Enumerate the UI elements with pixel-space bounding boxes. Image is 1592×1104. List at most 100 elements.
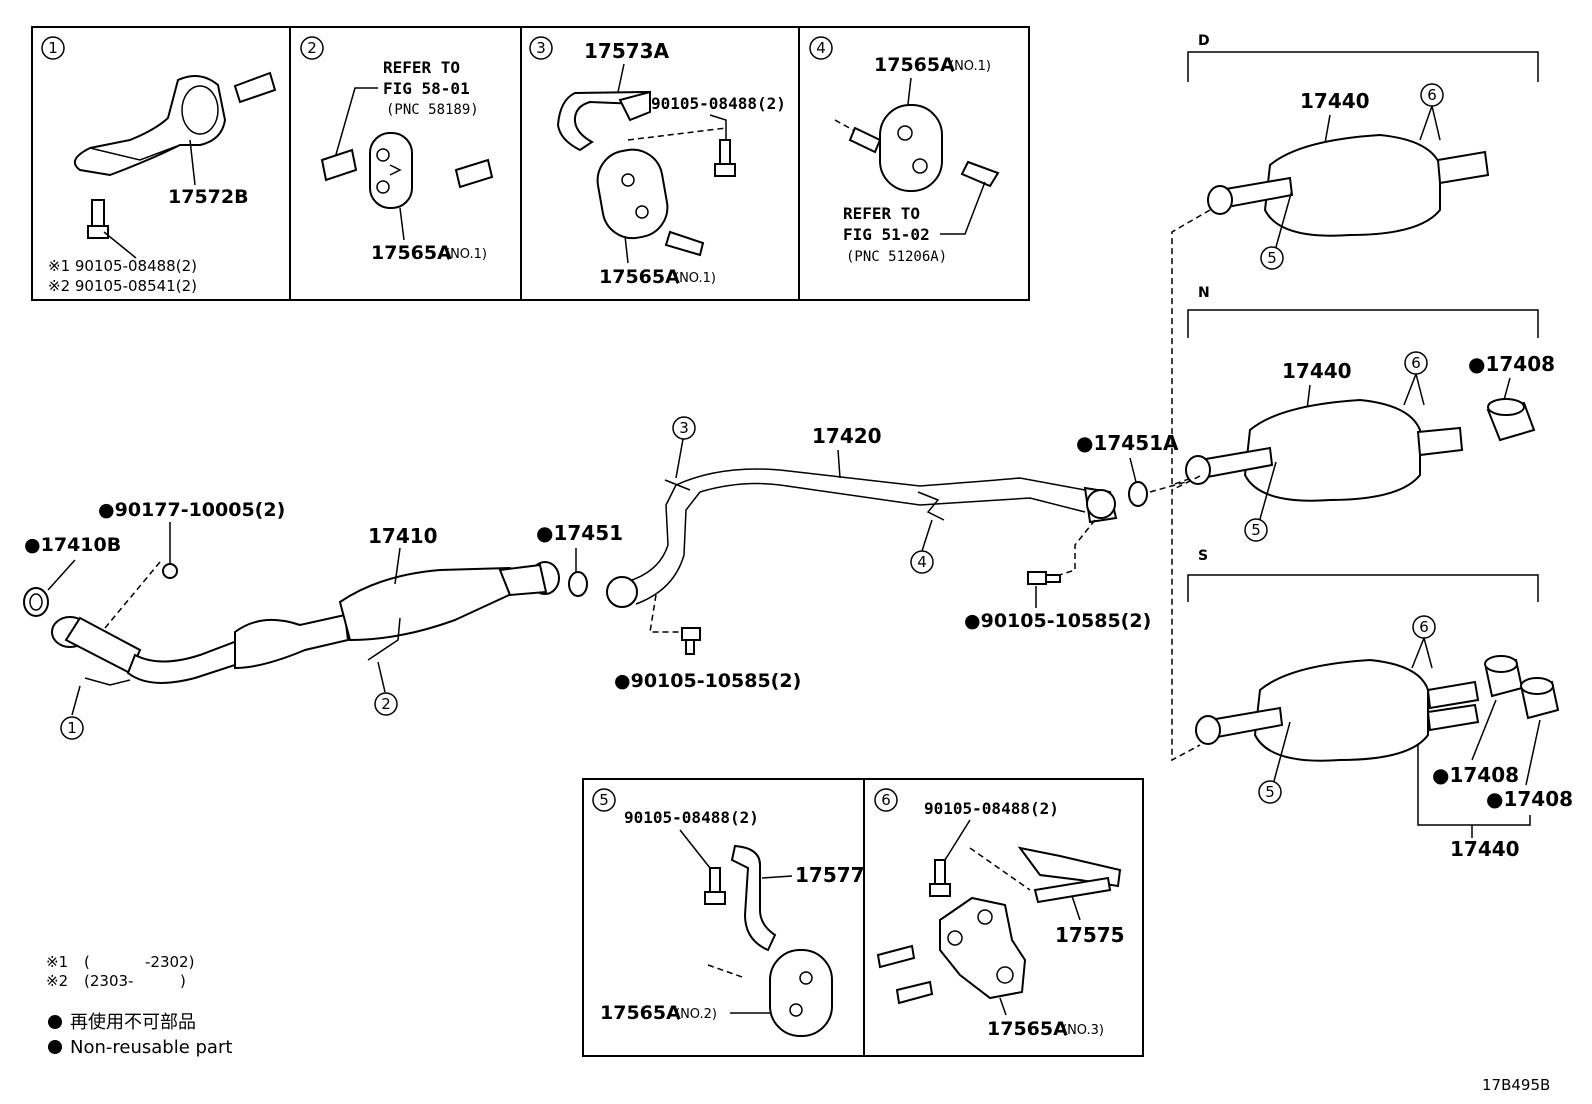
hanger-17565A-drawing	[939, 896, 1027, 1000]
part-17565A: 17565A	[874, 54, 955, 76]
box-5-number: 5	[599, 791, 609, 809]
part-17451A: ●17451A	[1076, 431, 1179, 455]
hanger-17565A-drawing	[879, 104, 943, 192]
bolt-note-2: ※2 90105-08541(2)	[48, 277, 197, 295]
part-17565A: 17565A	[600, 1002, 681, 1024]
bolt-icon	[1027, 571, 1061, 585]
muffler-17440-drawing	[1207, 133, 1490, 237]
note-2-close: )	[180, 972, 186, 990]
note-1-open: (	[84, 953, 90, 971]
part-17420: 17420	[812, 424, 882, 448]
legend-en: Non-reusable part	[70, 1037, 232, 1058]
part-17410: 17410	[368, 524, 438, 548]
variant-s-callout-5: 5	[1265, 783, 1275, 801]
part-17573A: 17573A	[584, 39, 670, 63]
note-1-value: -2302)	[145, 953, 194, 971]
variant-s-label: S	[1198, 548, 1208, 564]
bolt-90105-08488: 90105-08488(2)	[651, 94, 786, 113]
variant-d-muffler: 17440	[1300, 89, 1370, 113]
variant-n-callout-6: 6	[1411, 354, 1421, 372]
part-17572B: 17572B	[168, 186, 249, 208]
variant-n: N 17440 6 ●17408 5	[1171, 285, 1555, 762]
muffler-17440-drawing	[1195, 658, 1480, 762]
part-17451: ●17451	[536, 521, 623, 545]
period-notes: ※1 ( -2302) ※2 (2303- )	[46, 953, 194, 990]
refer-to: REFER TO	[843, 204, 920, 223]
box-3-number: 3	[536, 39, 546, 57]
bolt-note-1: ※1 90105-08488(2)	[48, 257, 197, 275]
detail-box-3: 3 17573A 90105-08488(2) 17565A (NO.1)	[520, 26, 800, 301]
refer-to: REFER TO	[383, 58, 460, 77]
note-1-mark: ※1	[46, 953, 68, 971]
part-17565A-suffix: (NO.1)	[949, 59, 991, 74]
gasket-17410B	[23, 587, 49, 617]
note-2-value: (2303-	[84, 972, 133, 990]
detail-box-6: 6 90105-08488(2) 17575 17565A (NO.3)	[863, 778, 1144, 1057]
variant-s: S 6 5 ●17408 ●17408 17440	[1187, 548, 1573, 861]
detail-box-5: 5 90105-08488(2) 17577 17565A (NO.2)	[582, 778, 865, 1057]
refer-fig: FIG 58-01	[383, 79, 470, 98]
tailpipe-tip-drawing	[1486, 398, 1536, 442]
center-pipe-17420	[606, 468, 1118, 608]
part-17565A: 17565A	[599, 266, 680, 288]
part-17565A-suffix: (NO.2)	[675, 1007, 717, 1022]
bolt-icon	[87, 199, 109, 239]
box-6-number: 6	[881, 791, 891, 809]
muffler-17440-drawing	[1185, 398, 1464, 502]
figure-code: 17B495B	[1482, 1076, 1550, 1094]
box-2-number: 2	[307, 39, 317, 57]
note-2-mark: ※2	[46, 972, 68, 990]
part-17565A: 17565A	[987, 1018, 1068, 1040]
non-reusable-dot-icon	[48, 1015, 62, 1029]
part-17410B: ●17410B	[24, 534, 121, 556]
callout-1: 1	[67, 719, 77, 737]
variant-s-tip-2: ●17408	[1486, 787, 1573, 811]
legend-jp: 再使用不可部品	[70, 1012, 196, 1033]
front-pipe-17410	[51, 561, 560, 684]
callout-4: 4	[917, 553, 927, 571]
bolt-icon	[929, 859, 951, 897]
refer-pnc: (PNC 58189)	[386, 102, 479, 118]
part-90177-10005: ●90177-10005(2)	[98, 499, 285, 521]
part-17577: 17577	[795, 863, 865, 887]
gasket-17451A	[1128, 481, 1148, 507]
box-1-number: 1	[48, 39, 58, 57]
hanger-17565A-drawing	[369, 132, 413, 209]
gasket-17451	[568, 571, 588, 597]
main-assembly: ●17410B ●90177-10005(2) 17410 1 2 ●17451	[23, 416, 1201, 740]
variant-n-callout-5: 5	[1251, 521, 1261, 539]
detail-box-1: 1 17572B ※1 90105-08488(2) ※2 90105-0854…	[31, 26, 291, 301]
bolt-icon	[714, 139, 736, 177]
variant-n-tip: ●17408	[1468, 352, 1555, 376]
refer-pnc: (PNC 51206A)	[846, 249, 947, 265]
bolt-icon	[704, 867, 726, 905]
variant-d-callout-6: 6	[1427, 86, 1437, 104]
part-17565A-suffix: (NO.1)	[674, 271, 716, 286]
bolt-90105-10585-a: ●90105-10585(2)	[614, 670, 801, 692]
box-4-number: 4	[816, 39, 826, 57]
variant-s-callout-6: 6	[1419, 618, 1429, 636]
part-17575: 17575	[1055, 923, 1125, 947]
legend: 再使用不可部品 Non-reusable part	[48, 1012, 232, 1058]
part-17565A-suffix: (NO.1)	[445, 247, 487, 262]
detail-box-2: 2 REFER TO FIG 58-01 (PNC 58189) 17565A …	[289, 26, 522, 301]
variant-d: D 17440 6 5	[1171, 33, 1539, 487]
part-17565A-suffix: (NO.3)	[1062, 1023, 1104, 1038]
bolt-90105-08488: 90105-08488(2)	[624, 808, 759, 827]
variant-n-label: N	[1198, 285, 1210, 301]
refer-fig: FIG 51-02	[843, 225, 930, 244]
bolt-90105-08488: 90105-08488(2)	[924, 799, 1059, 818]
part-17565A: 17565A	[371, 242, 452, 264]
bracket-17572B-drawing	[73, 75, 227, 177]
hanger-17565A-drawing	[769, 949, 833, 1037]
tailpipe-tip-drawing	[1484, 655, 1560, 720]
nut-icon	[162, 563, 178, 579]
variant-d-label: D	[1198, 33, 1210, 49]
detail-box-4: 4 17565A (NO.1) REFER TO FIG 51-02 (PNC …	[798, 26, 1030, 301]
bolt-icon	[681, 627, 701, 655]
bolt-90105-10585-b: ●90105-10585(2)	[964, 610, 1151, 632]
callout-2: 2	[381, 695, 391, 713]
variant-d-callout-5: 5	[1267, 249, 1277, 267]
non-reusable-dot-icon	[48, 1040, 62, 1054]
